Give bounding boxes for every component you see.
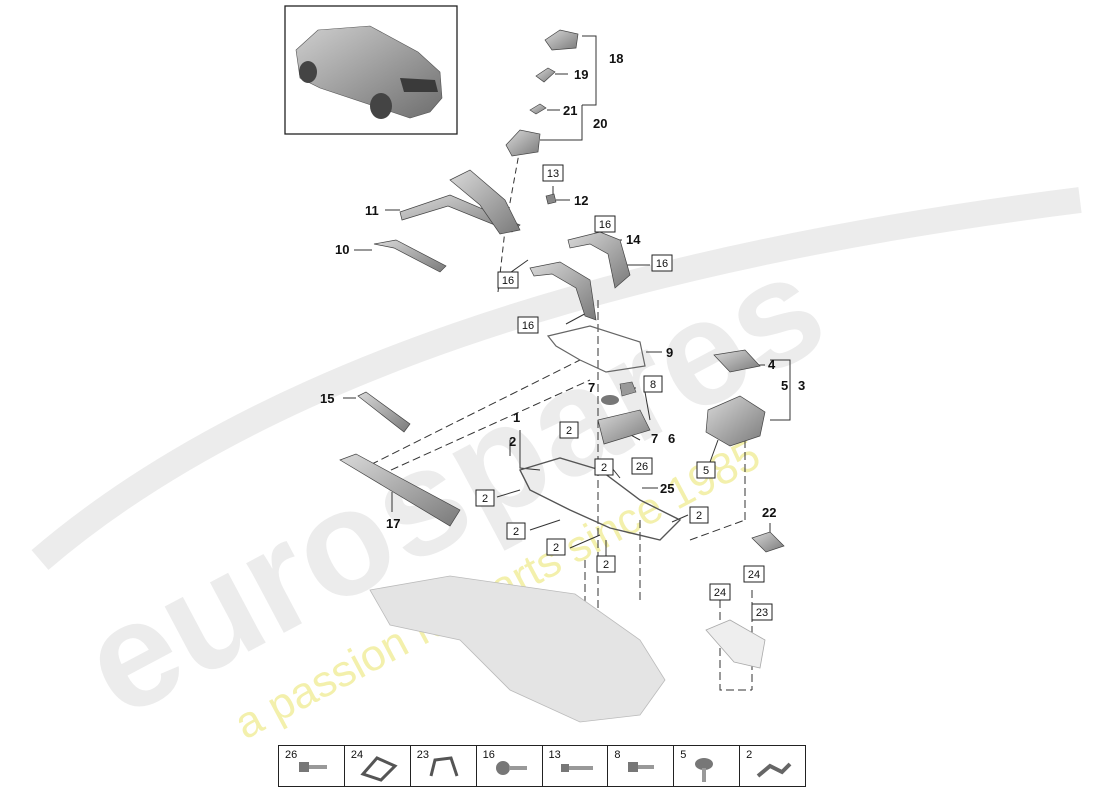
boxed-callouts xyxy=(475,164,773,621)
bracket-clip-icon xyxy=(756,762,792,778)
callout-7b: 7 xyxy=(651,431,658,446)
clip-icon xyxy=(360,756,398,782)
part-21-clip xyxy=(529,103,547,115)
box-2b: 2 xyxy=(601,462,607,474)
boxed-labels: 13 16 16 16 16 8 2 2 26 5 2 2 2 2 2 24 2… xyxy=(482,168,768,619)
legend-num-13: 13 xyxy=(548,749,561,761)
part-11-upper xyxy=(449,169,521,235)
box-24b: 24 xyxy=(714,587,726,599)
callout-7a: 7 xyxy=(588,380,595,395)
box-13: 13 xyxy=(547,168,559,180)
callout-5: 5 xyxy=(781,378,788,393)
callout-21: 21 xyxy=(563,103,577,118)
callout-10: 10 xyxy=(335,242,349,257)
part-23-tray xyxy=(705,619,766,669)
part-20-tray xyxy=(505,129,541,157)
legend-num-2: 2 xyxy=(746,749,753,761)
box-8: 8 xyxy=(650,379,656,391)
part-4-lid xyxy=(713,349,761,373)
legend-num-26: 26 xyxy=(285,749,298,761)
part-18-trim xyxy=(544,29,579,51)
legend-num-5: 5 xyxy=(680,749,687,761)
legend-cell-26: 26 xyxy=(279,746,345,786)
legend-cell-24: 24 xyxy=(345,746,411,786)
box-2f: 2 xyxy=(553,542,559,554)
box-26: 26 xyxy=(636,461,648,473)
screw-icon xyxy=(495,761,527,775)
callout-20: 20 xyxy=(593,116,607,131)
legend-num-8: 8 xyxy=(614,749,621,761)
part-3-holder xyxy=(705,395,766,447)
callout-9: 9 xyxy=(666,345,673,360)
legend-cell-2: 2 xyxy=(740,746,805,786)
fastener-legend: 26 24 23 16 13 8 5 2 xyxy=(278,745,806,787)
screw-icon xyxy=(299,762,327,772)
callout-labels: 18 19 21 20 12 11 10 14 9 4 5 3 7 15 1 7… xyxy=(320,51,805,531)
box-16b: 16 xyxy=(656,258,668,270)
part-22-cover xyxy=(751,531,785,553)
box-16a: 16 xyxy=(599,219,611,231)
callout-25: 25 xyxy=(660,481,674,496)
callout-3: 3 xyxy=(798,378,805,393)
box-2d: 2 xyxy=(696,510,702,522)
part-7-cap xyxy=(619,381,637,397)
callout-1: 1 xyxy=(513,410,520,425)
box-24a: 24 xyxy=(748,569,760,581)
box-23: 23 xyxy=(756,607,768,619)
center-console-assembly xyxy=(369,575,666,723)
screw-icon xyxy=(628,762,655,772)
vehicle-inset xyxy=(284,5,458,135)
part-11-trim-strip xyxy=(399,194,521,233)
callout-15: 15 xyxy=(320,391,334,406)
legend-cell-16: 16 xyxy=(477,746,543,786)
part-15-trim xyxy=(357,391,411,433)
box-16d: 16 xyxy=(522,320,534,332)
legend-cell-13: 13 xyxy=(543,746,609,786)
callout-6: 6 xyxy=(668,431,675,446)
part-19-insert xyxy=(535,67,556,83)
part-center-trim xyxy=(529,261,597,321)
box-2c: 2 xyxy=(482,493,488,505)
vehicle-silhouette xyxy=(295,25,443,119)
legend-cell-5: 5 xyxy=(674,746,741,786)
callout-12: 12 xyxy=(574,193,588,208)
callout-14: 14 xyxy=(626,232,641,247)
box-16c: 16 xyxy=(502,275,514,287)
screw-icon xyxy=(560,764,593,772)
part-17-panel xyxy=(339,453,461,527)
box-2e: 2 xyxy=(513,526,519,538)
callout-22: 22 xyxy=(762,505,776,520)
box-2g: 2 xyxy=(603,559,609,571)
callout-11: 11 xyxy=(365,203,379,218)
part-1-bracket-frame xyxy=(519,457,682,541)
part-10-strip xyxy=(373,239,447,273)
legend-cell-23: 23 xyxy=(411,746,477,786)
box-2a: 2 xyxy=(566,425,572,437)
parts xyxy=(339,29,785,723)
callout-4: 4 xyxy=(768,357,776,372)
watermark-swoosh xyxy=(31,187,1082,570)
callout-19: 19 xyxy=(574,67,588,82)
legend-num-24: 24 xyxy=(350,749,364,761)
legend-num-23: 23 xyxy=(416,749,429,761)
part-6-switch-panel xyxy=(597,409,651,445)
callout-2-plain: 2 xyxy=(509,434,516,449)
part-7-knob xyxy=(601,395,619,405)
legend-cell-8: 8 xyxy=(608,746,675,786)
callout-18: 18 xyxy=(609,51,623,66)
part-9-bezel xyxy=(546,325,646,373)
callout-17: 17 xyxy=(386,516,400,531)
part-12-button xyxy=(545,193,557,205)
legend-num-16: 16 xyxy=(482,749,495,761)
countersunk-screw-icon xyxy=(695,758,714,782)
part-14-trim xyxy=(567,231,631,289)
retainer-icon xyxy=(429,756,459,777)
box-5: 5 xyxy=(703,465,709,477)
